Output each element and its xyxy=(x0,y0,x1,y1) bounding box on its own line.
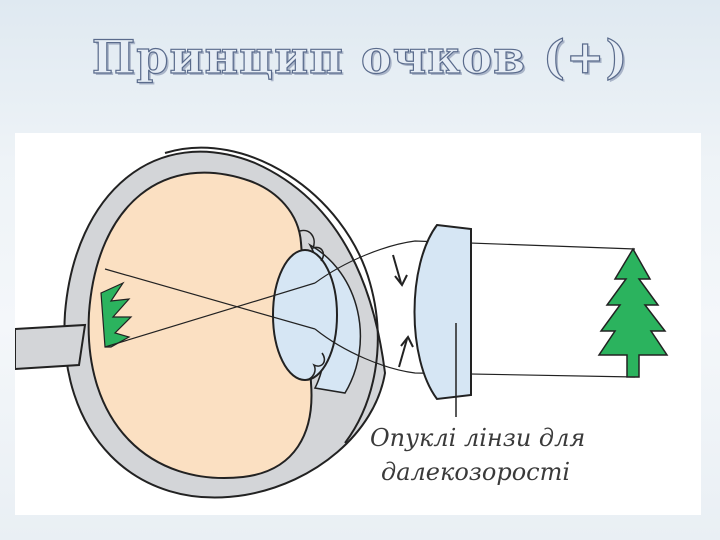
tree-icon xyxy=(597,247,669,378)
ray-bottom xyxy=(104,282,316,348)
arrow-icon xyxy=(398,338,408,368)
arrow-head-icon xyxy=(394,274,408,287)
caption-line-2: далекозорості xyxy=(381,458,570,486)
slide-title: Принцип очков (+) xyxy=(91,29,629,84)
cornea-outline xyxy=(164,146,379,444)
eyeball-interior xyxy=(87,171,313,479)
eye-diagram: Опуклі лінзи для далекозорості xyxy=(15,146,669,499)
iris-upper xyxy=(299,229,325,262)
retina-image-icon xyxy=(100,281,133,348)
ray-upper-outer xyxy=(314,240,636,284)
iris-lower xyxy=(299,352,326,381)
ray-top xyxy=(104,268,316,330)
optic-nerve xyxy=(15,323,87,371)
arrow-icon xyxy=(392,254,402,284)
convex-lens xyxy=(413,223,472,401)
eye-diagram-panel: Опуклі лінзи для далекозорості xyxy=(15,133,701,515)
crystalline-lens xyxy=(272,249,338,381)
arrow-head-icon xyxy=(400,335,414,348)
ray-lower-outer xyxy=(314,328,636,378)
caption-line-1: Опуклі лінзи для xyxy=(370,424,585,452)
